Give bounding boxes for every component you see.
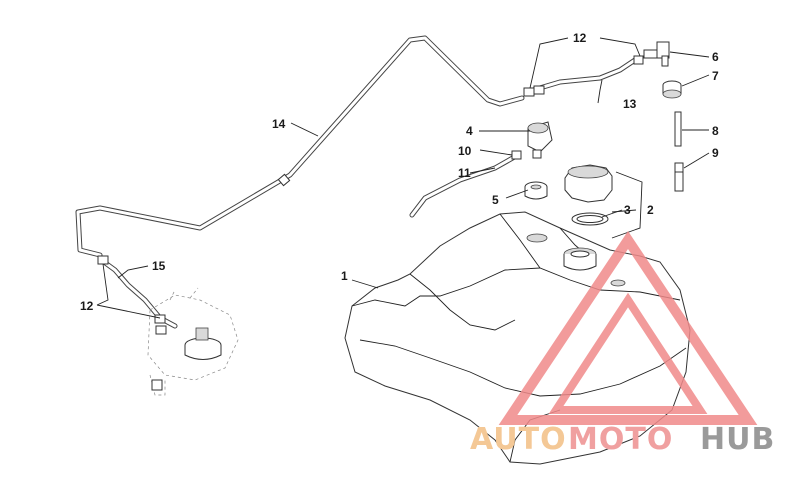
callout-12-left: 12 <box>80 299 94 313</box>
leader-lines <box>96 37 710 319</box>
callout-10: 10 <box>458 144 472 158</box>
callout-5: 5 <box>492 193 499 207</box>
fuel-pump-ghost <box>147 287 239 396</box>
fuel-cap-2 <box>564 164 613 203</box>
grommet-5 <box>524 181 548 200</box>
fuel-tube-15 <box>97 255 178 335</box>
callout-8: 8 <box>712 124 719 138</box>
fuel-tube-11 <box>409 150 522 218</box>
gasket-3 <box>571 212 609 226</box>
watermark-triangle-icon <box>498 230 758 425</box>
fuel-valve-4 <box>527 121 553 159</box>
elbow-fitting-6 <box>643 41 670 67</box>
callout-14: 14 <box>272 117 286 131</box>
watermark-hub: HUB <box>700 422 775 457</box>
hose-clamp <box>154 314 166 324</box>
hose-clamp <box>155 325 167 335</box>
watermark-inner-triangle-icon <box>548 292 708 414</box>
callout-12-top: 12 <box>573 31 587 45</box>
callout-6: 6 <box>712 50 719 64</box>
callout-numbers: 1 2 3 4 5 6 7 8 9 10 11 12 12 13 14 15 <box>80 31 719 313</box>
callout-1: 1 <box>341 269 348 283</box>
vent-tube-13 <box>523 55 644 97</box>
bracket-line <box>611 171 643 239</box>
pipe-8 <box>674 111 682 147</box>
callout-2: 2 <box>647 203 654 217</box>
callout-15: 15 <box>152 259 166 273</box>
callout-13: 13 <box>623 97 637 111</box>
watermark-logo <box>498 230 758 425</box>
callout-4: 4 <box>466 124 473 138</box>
callout-7: 7 <box>712 69 719 83</box>
watermark-text: AUTO MOTO HUB <box>470 422 775 457</box>
callout-11: 11 <box>458 166 471 180</box>
hose-clamp <box>523 87 535 97</box>
callout-9: 9 <box>712 146 719 160</box>
hose-clamp <box>97 255 109 265</box>
hose-clamp <box>533 85 545 95</box>
grommet-7 <box>662 80 682 99</box>
callout-3: 3 <box>624 203 631 217</box>
watermark-moto: MOTO <box>568 422 673 457</box>
watermark-auto: AUTO <box>470 422 567 457</box>
breather-tube-14 <box>75 35 525 258</box>
hose-clamp <box>633 55 644 65</box>
hose-clamp-10 <box>511 150 522 160</box>
valve-9 <box>674 162 684 192</box>
